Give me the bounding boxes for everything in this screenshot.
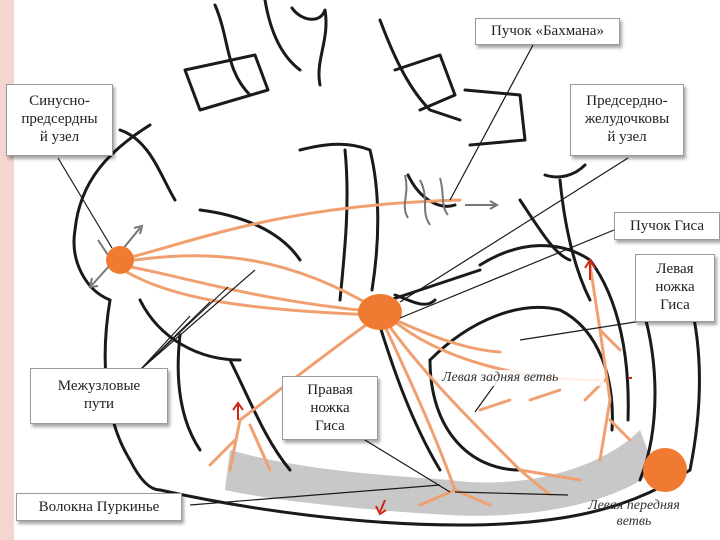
purkinje-fibers-label: Волокна Пуркинье [16,493,182,521]
leader-lines [57,44,649,506]
av-node-label: Предсердно- желудочковы й узел [570,84,684,156]
internodal-pathways-label: Межузловые пути [30,368,168,424]
left-posterior-fascicle-label: Левая задняя ветвь [440,370,604,386]
sa-node-label: Синусно- предсердны й узел [6,84,113,156]
left-anterior-fascicle-label: Левая передняя ветвь [588,498,680,529]
his-bundle-label: Пучок Гиса [614,212,720,240]
sa-node-spread-arrows [88,174,500,289]
sinoatrial-node [106,246,134,274]
left-bundle-branch-label: Левая ножка Гиса [635,254,715,322]
right-bundle-branch-label: Правая ножка Гиса [282,376,378,440]
bachmann-bundle-label: Пучок «Бахмана» [475,18,620,45]
orange-marker-dot [643,448,687,492]
conduction-pathways [118,198,632,507]
heart-outline [72,0,701,527]
purkinje-arrows [232,258,632,516]
atrioventricular-node [358,294,402,330]
